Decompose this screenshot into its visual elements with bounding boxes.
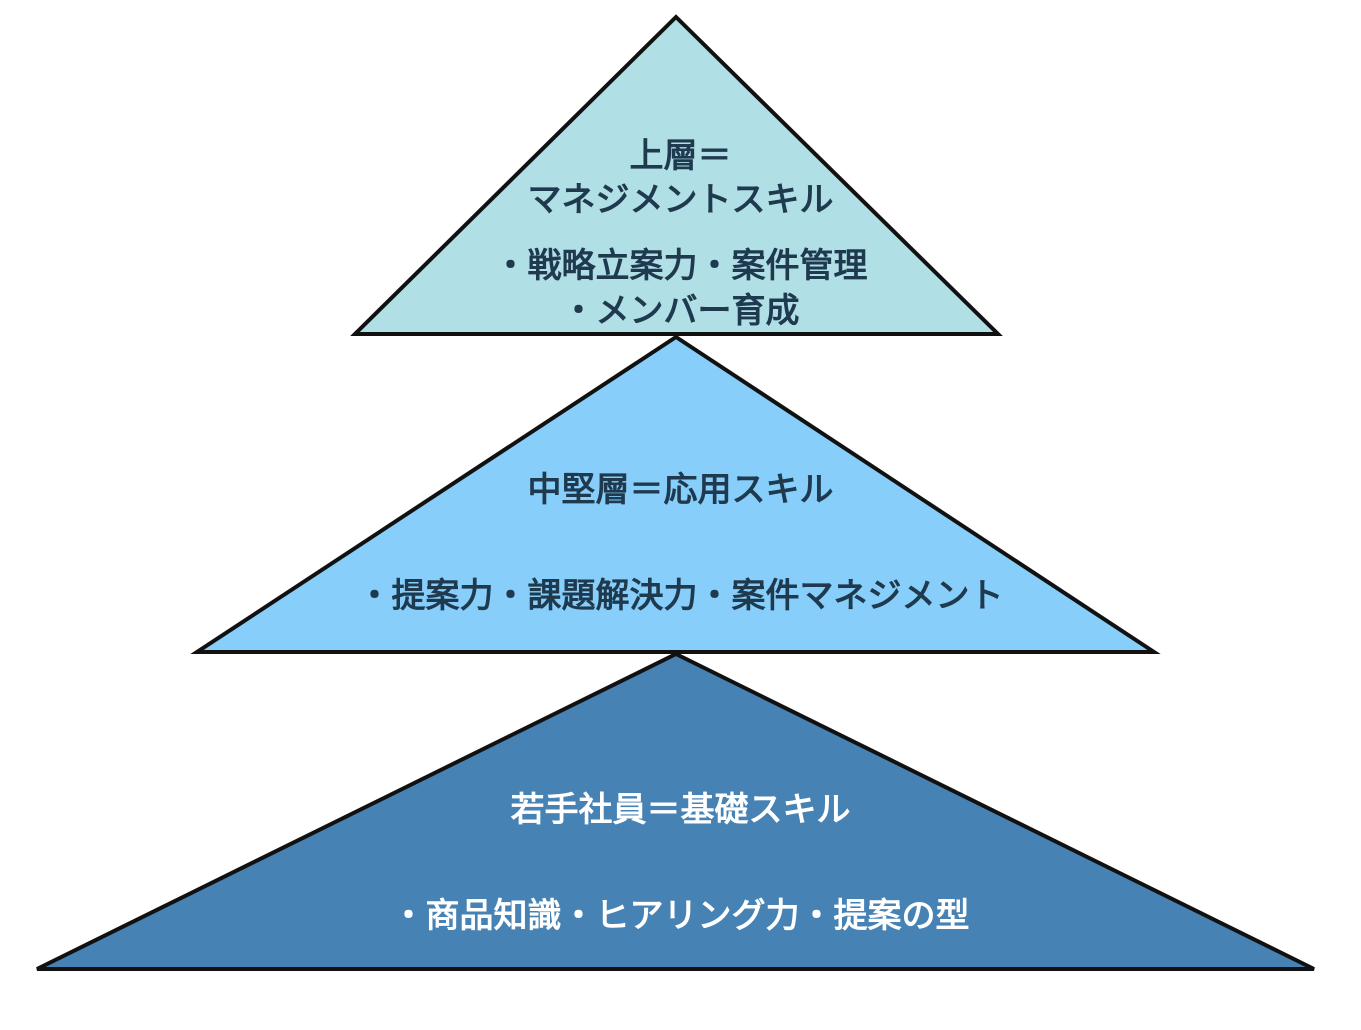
tier-upper-bullet-line1: ・戦略立案力・案件管理 (493, 246, 868, 286)
tier-upper-title-line2: マネジメントスキル (527, 180, 834, 220)
tier-junior-triangle (36, 651, 1315, 971)
tier-upper-bullet-line2: ・メンバー育成 (561, 291, 800, 331)
tier-junior-title: 若手社員＝基礎スキル (510, 790, 851, 830)
tier-middle-bullets: ・提案力・課題解決力・案件マネジメント (357, 576, 1004, 616)
tier-junior-bullets: ・商品知識・ヒアリング力・提案の型 (391, 896, 970, 936)
tier-middle-triangle (190, 334, 1161, 654)
tier-upper-title-line1: 上層＝ (629, 136, 732, 176)
tier-upper-triangle (350, 14, 1003, 336)
tier-middle-title: 中堅層＝応用スキル (527, 470, 834, 510)
